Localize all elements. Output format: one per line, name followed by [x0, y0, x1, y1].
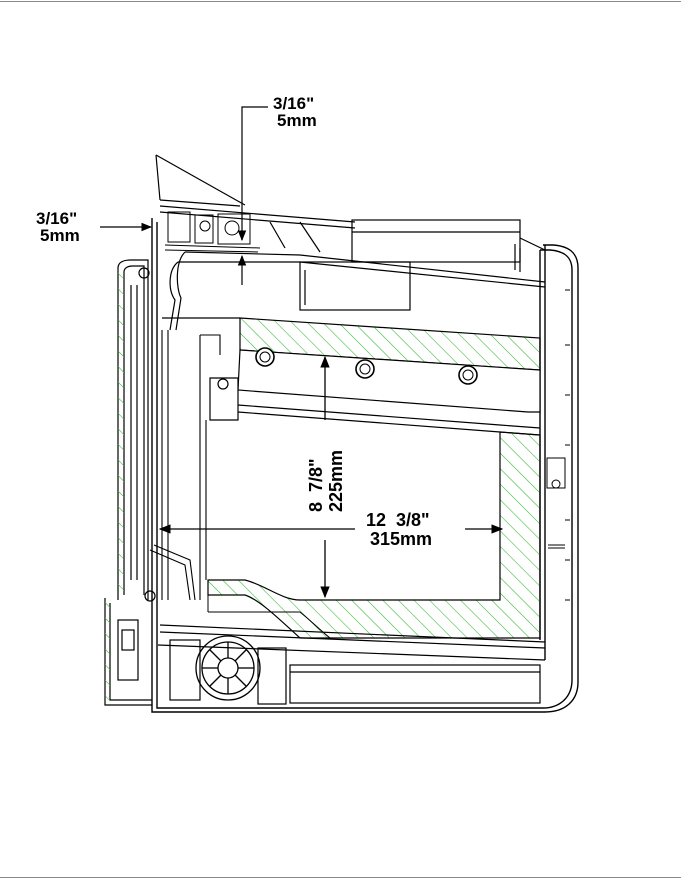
cavity-walls [149, 330, 221, 601]
top-lid [155, 154, 546, 272]
left-callout-mm: 5mm [40, 226, 80, 245]
left-callout-inch: 3/16" [36, 209, 78, 228]
top-callout-mm: 5mm [277, 111, 317, 130]
toner-cartridge [209, 317, 541, 436]
left-door-panel [104, 259, 156, 706]
height-dim-mm: 225mm [326, 449, 346, 512]
width-dim-inch: 12 3/8" [366, 510, 430, 530]
paper-tray [207, 431, 541, 639]
blower-fan [195, 635, 261, 701]
upper-guide [162, 251, 546, 331]
top-callout-leader [237, 106, 268, 285]
top-callout-inch: 3/16" [273, 94, 315, 113]
lower-section [157, 624, 546, 705]
bottom-rule [0, 877, 681, 878]
height-dim-inch: 8 7/8" [306, 458, 326, 512]
width-dim-mm: 315mm [370, 529, 433, 549]
left-door-hatch [118, 268, 124, 595]
top-rule [0, 1, 681, 2]
top-mechanism [164, 211, 261, 253]
right-side-details [546, 289, 570, 601]
left-foot-hatch [105, 598, 110, 705]
